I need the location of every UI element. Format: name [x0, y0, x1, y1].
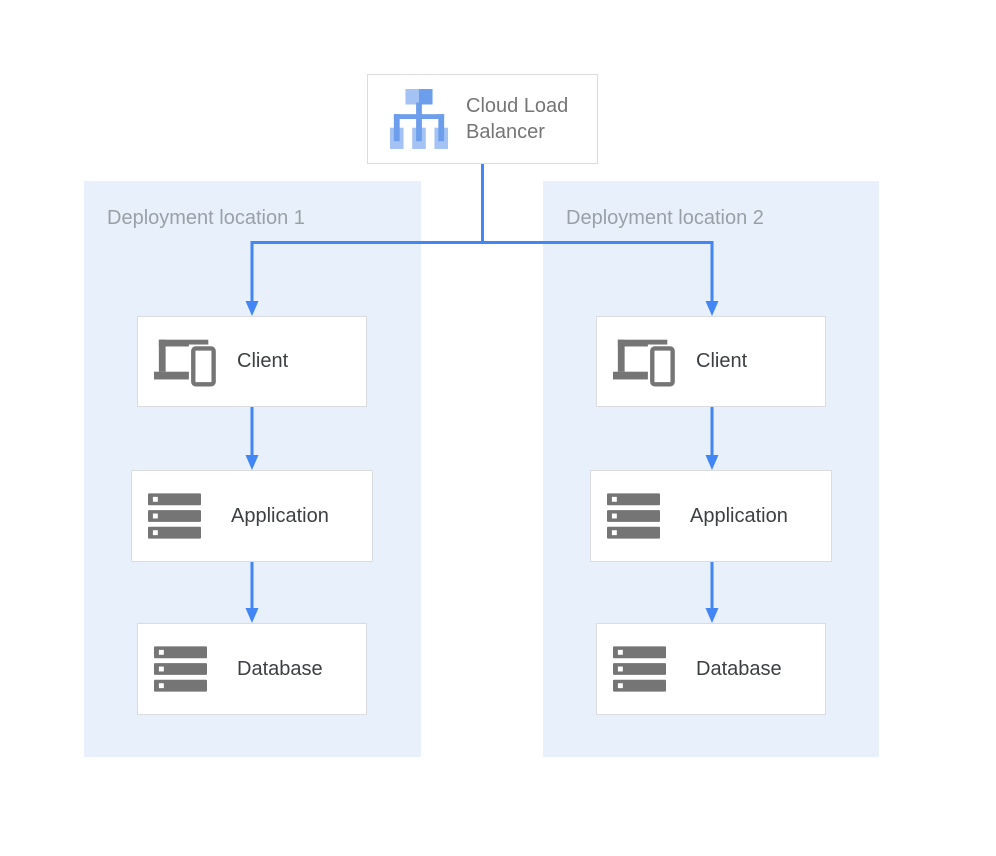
panel-label-1: Deployment location 1 [107, 207, 305, 229]
node-label: Client [696, 350, 748, 372]
client-devices-icon [613, 336, 679, 388]
node-client-1: Client [137, 316, 367, 407]
node-label: Database [237, 657, 323, 680]
server-icon [613, 646, 679, 692]
node-label: Application [690, 504, 788, 527]
node-application-1: Application [131, 470, 373, 562]
node-database-2: Database [596, 623, 826, 715]
client-devices-icon [154, 336, 220, 388]
server-icon [148, 493, 214, 539]
node-label: Database [696, 657, 782, 680]
node-client-2: Client [596, 316, 826, 407]
node-label: Client [237, 350, 289, 372]
load-balancer-icon [390, 89, 448, 149]
server-icon [154, 646, 220, 692]
panel-label-2: Deployment location 2 [566, 207, 764, 229]
node-cloud-load-balancer: Cloud Load Balancer [367, 74, 598, 164]
node-application-2: Application [590, 470, 832, 562]
node-label: Application [231, 504, 329, 527]
server-icon [607, 493, 673, 539]
node-label: Cloud Load Balancer [466, 95, 569, 143]
node-database-1: Database [137, 623, 367, 715]
